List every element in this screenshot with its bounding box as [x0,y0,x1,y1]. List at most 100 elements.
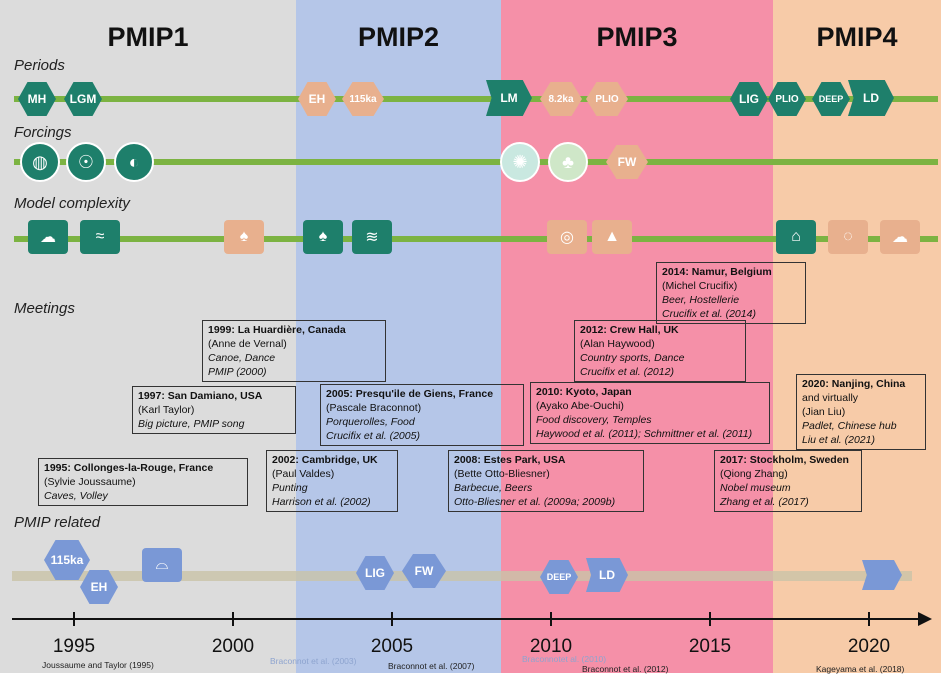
phase-pmip2: PMIP2 [296,0,501,673]
meeting-box: 2002: Cambridge, UK (Paul Valdes) Puntin… [266,450,398,512]
axis-year-label: 2015 [688,636,732,657]
period-hexagon: LGM [64,82,102,116]
meeting-title: 1995: Collonges-la-Rouge, France [44,462,214,474]
meeting-host: (Sylvie Joussaume) [44,476,136,488]
meeting-title: 2020: Nanjing, China [802,378,906,390]
freshwater-forcing-hexagon: FW [606,145,648,179]
meeting-title: 1997: San Damiano, USA [138,390,263,402]
meeting-note: Crucifix et al. (2014) [662,308,756,320]
globe-icon: ◐ [114,142,154,182]
time-axis [12,618,924,620]
meeting-note: Zhang et al. (2017) [720,496,809,508]
row-label-model-complexity: Model complexity [14,195,130,212]
volcano-icon: ✺ [500,142,540,182]
meeting-note: Harrison et al. (2002) [272,496,371,508]
meeting-host: (Karl Taylor) [138,404,195,416]
coupled-model-icon: ≋ [352,220,392,254]
related-hexagon: LIG [356,556,394,590]
axis-tick [232,612,234,626]
period-arrow: LM [486,80,532,116]
ice-sheet-icon: ▲ [592,220,632,254]
pmip-related-timeline [12,571,912,581]
axis-tick [709,612,711,626]
row-label-periods: Periods [14,57,65,74]
meeting-note: Nobel museum [720,482,791,494]
meeting-note: Otto-Bliesner et al. (2009a; 2009b) [454,496,616,508]
axis-tick [550,612,552,626]
phase-title: PMIP3 [596,22,678,52]
land-model-icon: ♠ [303,220,343,254]
meeting-note: Food discovery, Temples [536,414,652,426]
meeting-host: (Michel Crucifix) [662,280,738,292]
periods-timeline [14,96,938,102]
meeting-box: 2014: Namur, Belgium (Michel Crucifix) B… [656,262,806,324]
meeting-title: 2012: Crew Hall, UK [580,324,679,336]
meeting-title: 2008: Estes Park, USA [454,454,566,466]
meeting-box: 2008: Estes Park, USA (Bette Otto-Bliesn… [448,450,644,512]
aerosol-model-icon: ☁ [880,220,920,254]
carbon-cycle-icon: ◎ [547,220,587,254]
meeting-host: (Paul Valdes) [272,468,335,480]
row-label-meetings: Meetings [14,300,75,317]
meeting-note: Barbecue, Beers [454,482,533,494]
period-hexagon: EH [298,82,336,116]
meeting-note: Liu et al. (2021) [802,434,875,446]
vegetation-icon: ♣ [548,142,588,182]
meeting-host: (Jian Liu) [802,406,846,418]
row-label-pmip-related: PMIP related [14,514,101,531]
related-hexagon: 115ka [44,540,90,580]
ecosystem-model-icon: ⌂ [776,220,816,254]
meeting-title: 2014: Namur, Belgium [662,266,772,278]
meeting-box: 1995: Collonges-la-Rouge, France (Sylvie… [38,458,248,506]
meeting-host: and virtually [802,392,859,404]
isotope-model-icon: ◌ [828,220,868,254]
forcings-timeline [14,159,938,165]
meeting-note: Big picture, PMIP song [138,418,245,430]
sun-orbit-icon: ☉ [66,142,106,182]
meeting-host: (Qiong Zhang) [720,468,788,480]
meeting-note: Caves, Volley [44,490,108,502]
meeting-host: (Bette Otto-Bliesner) [454,468,550,480]
reference-label: Joussaume and Taylor (1995) [42,660,154,670]
meeting-title: 2005: Presqu'ile de Giens, France [326,388,494,400]
related-puzzle-icon: ⌓ [142,548,182,582]
phase-pmip3: PMIP3 [501,0,773,673]
reference-label: Braconnot et al. (2012) [582,664,669,674]
axis-year-label: 2005 [370,636,414,657]
related-arrow: LD [586,558,628,592]
atmosphere-model-icon: ☁ [28,220,68,254]
meeting-title: 2010: Kyoto, Japan [536,386,632,398]
meeting-note: Crucifix et al. (2012) [580,366,674,378]
axis-year-label: 1995 [52,636,96,657]
land-model-icon: ♠ [224,220,264,254]
ocean-model-icon: ≈ [80,220,120,254]
meeting-note: Beer, Hostellerie [662,294,740,306]
related-hexagon: FW [402,554,446,588]
reference-label: Braconnot et al. (2007) [388,661,475,671]
meeting-box: 2012: Crew Hall, UK (Alan Haywood) Count… [574,320,746,382]
meeting-box: 1997: San Damiano, USA (Karl Taylor) Big… [132,386,296,434]
meeting-note: Country sports, Dance [580,352,685,364]
related-arrow [862,560,902,590]
meeting-box: 2020: Nanjing, China and virtually (Jian… [796,374,926,450]
meeting-note: PMIP (2000) [208,366,267,378]
axis-year-label: 2010 [529,636,573,657]
phase-title: PMIP1 [107,22,189,52]
meeting-box: 2010: Kyoto, Japan (Ayako Abe-Ouchi) Foo… [530,382,770,444]
meeting-note: Crucifix et al. (2005) [326,430,420,442]
meeting-box: 2005: Presqu'ile de Giens, France (Pasca… [320,384,524,446]
meeting-box: 1999: La Huardière, Canada (Anne de Vern… [202,320,386,382]
meeting-title: 1999: La Huardière, Canada [208,324,346,336]
meeting-title: 2017: Stockholm, Sweden [720,454,849,466]
related-hexagon: EH [80,570,118,604]
meeting-box: 2017: Stockholm, Sweden (Qiong Zhang) No… [714,450,862,512]
earth-orbit-icon: ◍ [20,142,60,182]
meeting-note: Haywood et al. (2011); Schmittner et al.… [536,428,753,440]
axis-tick [868,612,870,626]
phase-title: PMIP2 [357,22,440,52]
axis-year-label: 2020 [847,636,891,657]
row-label-forcings: Forcings [14,124,72,141]
meeting-host: (Ayako Abe-Ouchi) [536,400,624,412]
time-axis-arrow-icon [918,612,932,626]
meeting-host: (Anne de Vernal) [208,338,287,350]
